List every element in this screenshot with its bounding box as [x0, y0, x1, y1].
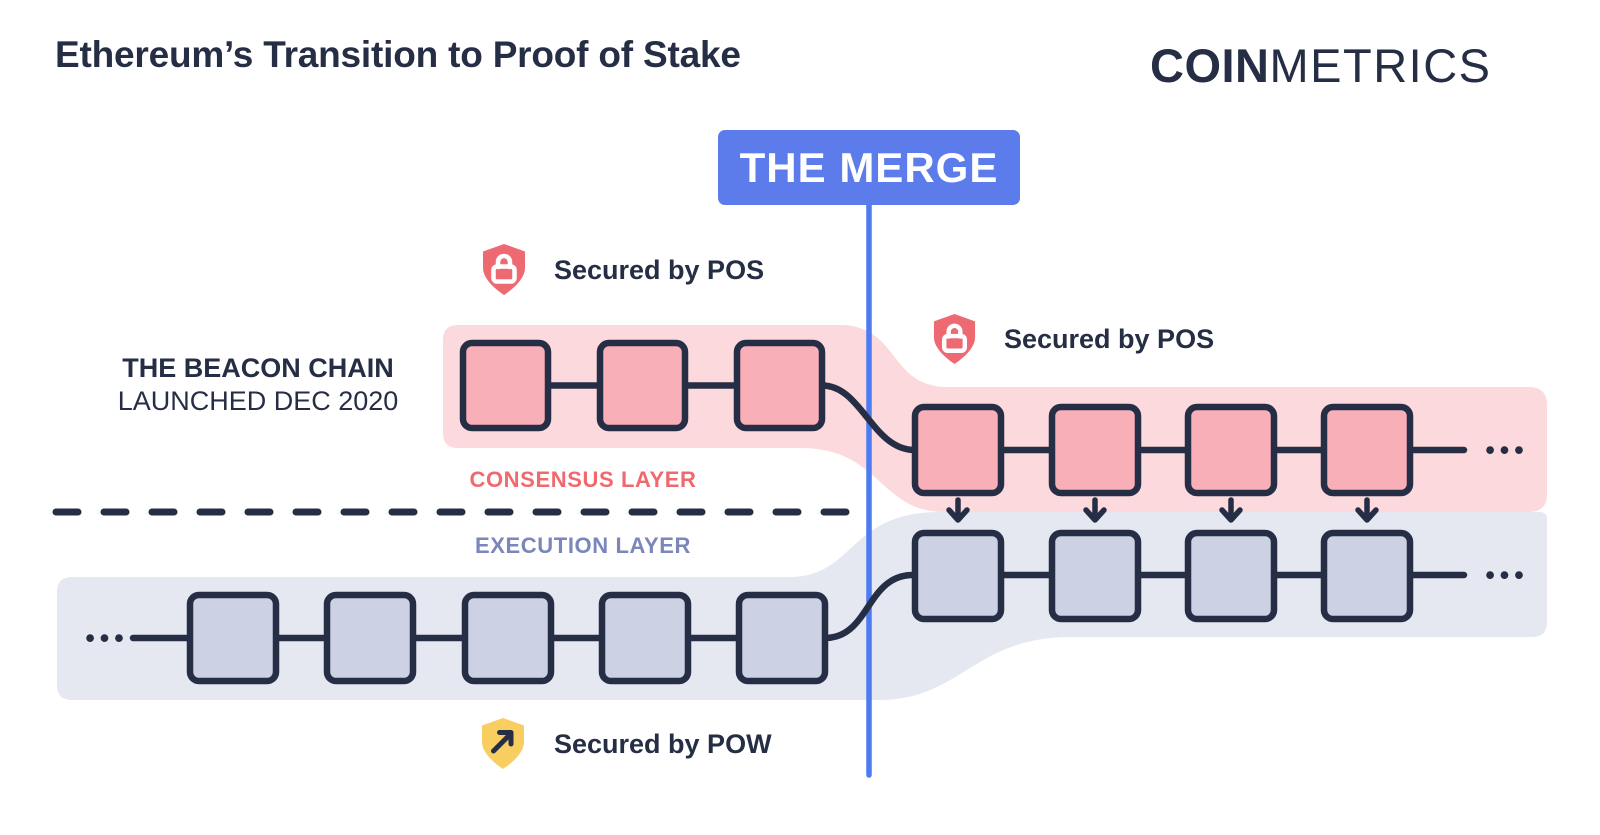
execution-chain-links	[129, 571, 1468, 642]
chain-continues-ellipsis: •••	[85, 623, 129, 653]
down-arrow-icon	[946, 497, 970, 523]
execution-blocks-post-merge	[911, 529, 1414, 623]
beacon-merge-curve	[818, 382, 919, 454]
beacon-block	[596, 339, 689, 432]
chain-continues-ellipsis: •••	[1485, 435, 1529, 465]
beacon-block	[733, 339, 826, 432]
beacon-block	[1048, 403, 1142, 497]
execution-block	[186, 591, 280, 685]
down-arrow-icon	[1219, 497, 1243, 523]
execution-block	[911, 529, 1005, 623]
logo-coin: COIN	[1150, 39, 1270, 92]
secured-by-pow: Secured by POW	[478, 716, 772, 772]
pickaxe-shield-icon	[482, 718, 524, 769]
consensus-layer-label: CONSENSUS LAYER	[469, 467, 697, 492]
beacon-blocks-post-merge	[911, 403, 1414, 497]
secured-by-pos-label: Secured by POS	[1004, 324, 1215, 354]
execution-block	[1184, 529, 1278, 623]
secured-by-pos-top: Secured by POS	[480, 242, 764, 298]
execution-block	[323, 591, 417, 685]
beacon-block	[1320, 403, 1414, 497]
execution-block	[1048, 529, 1142, 623]
beacon-chain-caption: THE BEACON CHAIN LAUNCHED DEC 2020	[88, 352, 428, 418]
down-arrow-icon	[1083, 497, 1107, 523]
execution-block	[598, 591, 692, 685]
lock-shield-icon	[483, 244, 525, 295]
beacon-chain-subtitle: LAUNCHED DEC 2020	[117, 386, 399, 416]
beacon-chain-title: THE BEACON CHAIN	[122, 353, 394, 383]
beacon-block	[459, 339, 552, 432]
secured-by-pow-label: Secured by POW	[554, 728, 772, 759]
execution-layer-label: EXECUTION LAYER	[474, 533, 691, 558]
execution-blocks-pre-merge	[186, 591, 829, 685]
beacon-blocks-pre-merge	[459, 339, 826, 432]
block-link-down-arrows	[946, 497, 1379, 523]
secured-by-pos-label: Secured by POS	[554, 254, 765, 285]
secured-by-pos-right: Secured by POS	[931, 312, 1214, 367]
coinmetrics-logo: COINMETRICS	[1150, 38, 1492, 93]
the-merge-label: THE MERGE	[739, 143, 999, 191]
down-arrow-icon	[1355, 497, 1379, 523]
execution-block	[1320, 529, 1414, 623]
logo-metrics: METRICS	[1269, 39, 1492, 92]
beacon-block	[1184, 403, 1278, 497]
execution-block	[735, 591, 829, 685]
beacon-block	[911, 403, 1005, 497]
lock-shield-icon	[933, 314, 976, 364]
the-merge-banner: THE MERGE	[718, 130, 1020, 205]
chain-continues-ellipsis: •••	[1485, 560, 1529, 590]
execution-block	[461, 591, 555, 685]
execution-merge-curve	[821, 571, 917, 642]
beacon-chain-links	[544, 382, 1468, 454]
page-title: Ethereum’s Transition to Proof of Stake	[55, 34, 741, 75]
